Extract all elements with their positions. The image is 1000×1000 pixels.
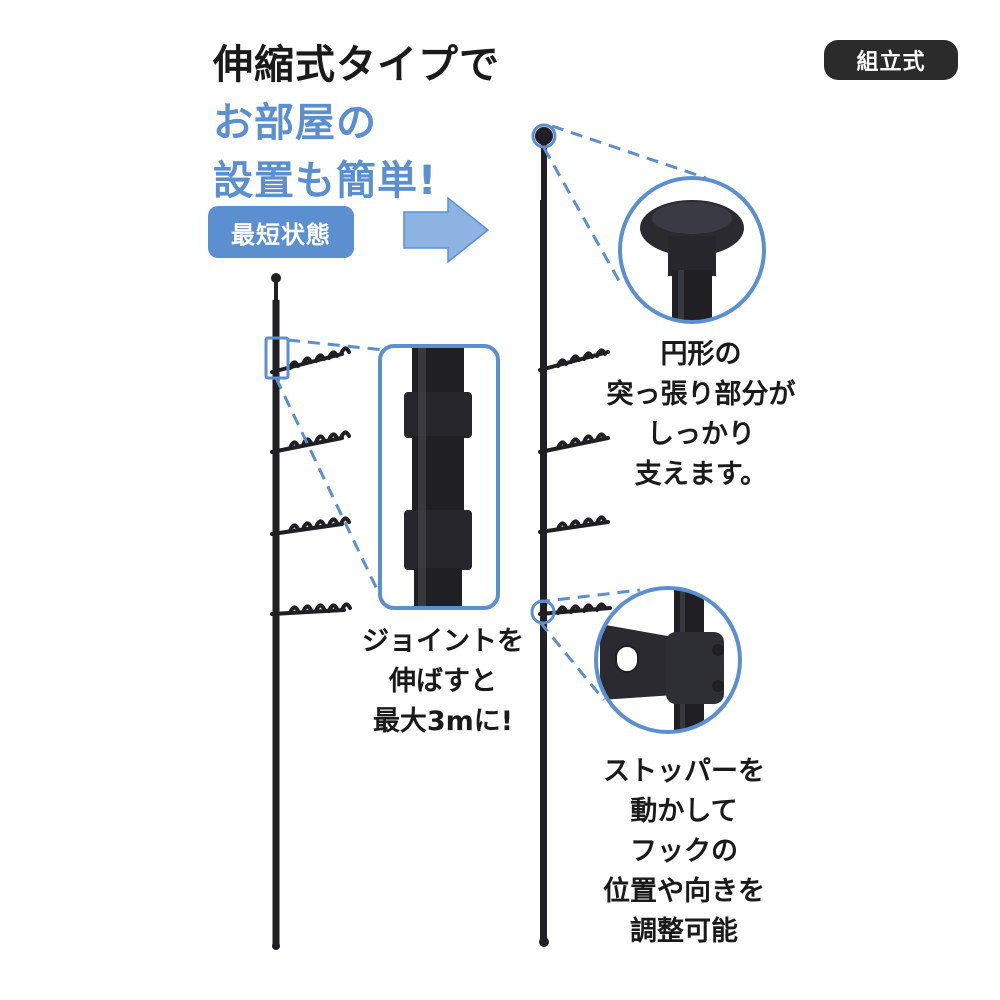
top-cap-caption-line: 突っ張り部分が xyxy=(606,379,796,410)
stopper-zoom-connector xyxy=(537,588,641,701)
stopper-caption-line: 位置や向きを xyxy=(603,876,765,907)
top-cap-caption-line: しっかり xyxy=(647,419,755,450)
joint-caption-line: 伸ばすと xyxy=(389,666,497,697)
top-cap-highlight-circle xyxy=(531,123,557,149)
hook-arm-icon xyxy=(270,346,351,374)
hook-arm-icon xyxy=(270,430,351,454)
shortest-state-badge: 最短状態 xyxy=(208,206,354,258)
top-cap-caption: 円形の 突っ張り部分が しっかり 支えます。 xyxy=(596,335,806,495)
hook-arm-icon xyxy=(538,602,612,616)
top-cap-zoom-panel xyxy=(618,176,766,324)
headline-line-3: 設置も簡単! xyxy=(213,158,438,204)
joint-caption-line: 最大3mに! xyxy=(372,706,514,737)
hook-arm-icon xyxy=(538,515,610,534)
pole-short-top-cap-icon xyxy=(271,273,281,283)
headline-line-2: お部屋の xyxy=(213,100,377,146)
right-arrow-icon xyxy=(403,196,490,264)
pole-short-foot-icon xyxy=(272,942,280,950)
stopper-zoom-frame xyxy=(594,586,742,734)
top-cap-zoom-connector xyxy=(542,124,707,287)
stopper-caption-line: 動かして xyxy=(630,796,738,827)
stopper-caption-line: ストッパーを xyxy=(603,756,765,787)
pole-extended-top-cap-icon xyxy=(535,127,553,145)
hook-arm-icon xyxy=(538,432,610,454)
hook-arm-icon xyxy=(538,348,610,372)
pole-extended-foot-icon xyxy=(539,937,549,947)
top-cap-caption-line: 円形の xyxy=(660,339,742,370)
stopper-caption-line: 調整可能 xyxy=(630,916,738,947)
headline-line-1: 伸縮式タイプで xyxy=(213,42,500,88)
joint-zoom-panel xyxy=(378,344,500,610)
joint-caption-line: ジョイントを xyxy=(362,626,524,657)
stopper-caption: ストッパーを 動かして フックの 位置や向きを 調整可能 xyxy=(574,752,794,952)
top-cap-zoom-frame xyxy=(618,176,766,324)
assembly-badge: 組立式 xyxy=(824,40,958,80)
joint-caption: ジョイントを 伸ばすと 最大3mに! xyxy=(338,622,548,742)
headline: 伸縮式タイプで お部屋の 設置も簡単! xyxy=(213,36,500,210)
stopper-caption-line: フックの xyxy=(630,836,738,867)
top-cap-caption-line: 支えます。 xyxy=(634,459,768,490)
pole-short xyxy=(264,273,352,950)
hook-arm-icon xyxy=(270,516,351,536)
joint-zoom-frame xyxy=(378,344,500,610)
joint-zoom-connector xyxy=(274,338,386,605)
pole-extended xyxy=(530,123,612,947)
hook-arm-icon xyxy=(270,602,352,616)
stopper-zoom-panel xyxy=(594,586,742,734)
